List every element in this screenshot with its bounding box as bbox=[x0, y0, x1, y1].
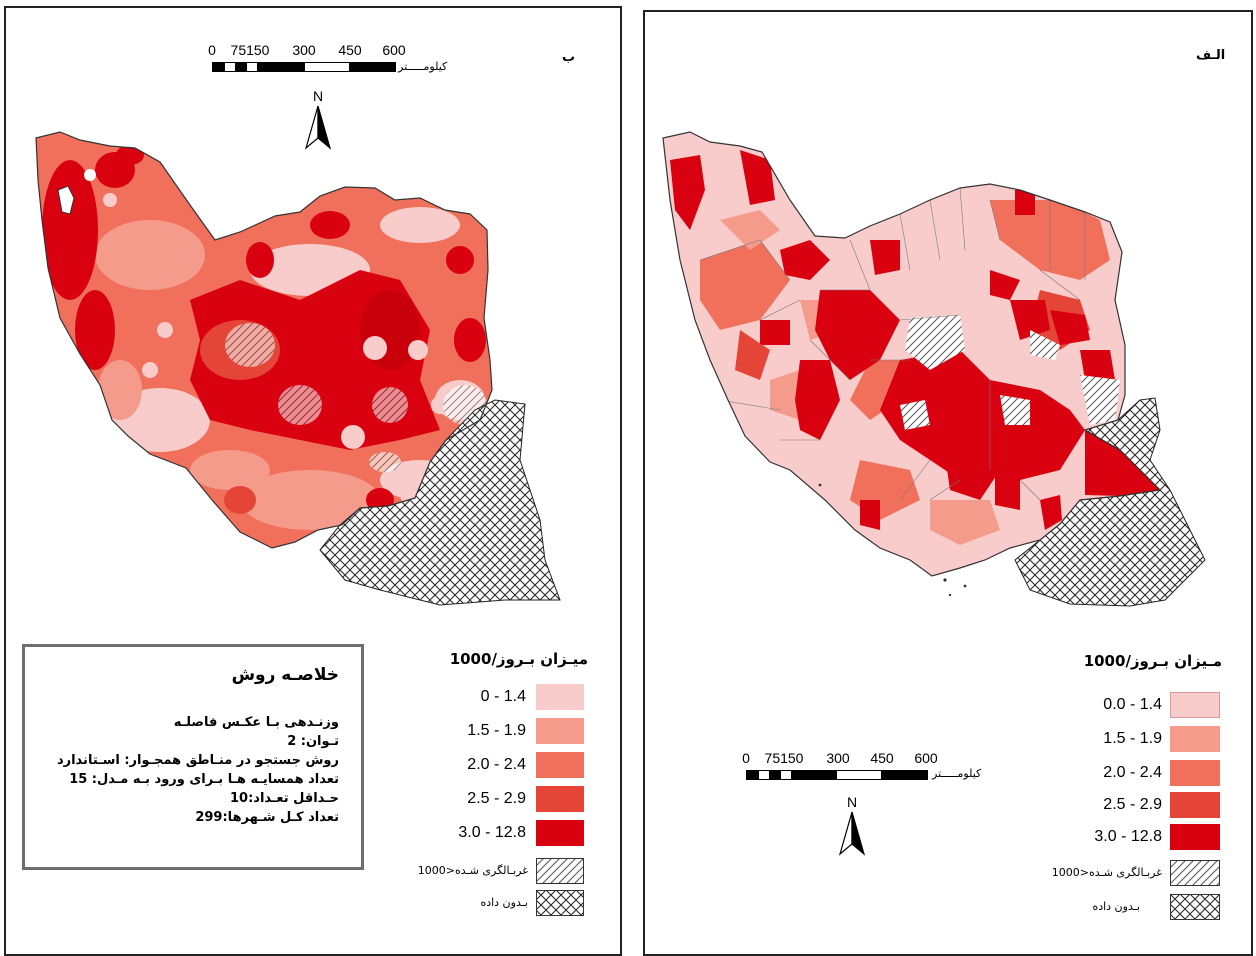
legend-label: 1.5 - 1.9 bbox=[1103, 730, 1162, 747]
legend-swatch bbox=[1170, 692, 1220, 718]
scalebar-tick: 75150 bbox=[764, 750, 804, 766]
scalebar-tick: 600 bbox=[382, 42, 406, 58]
summary-title: خلاصـه روش bbox=[231, 665, 339, 685]
legend-swatch bbox=[1170, 726, 1220, 752]
legend-b-filtered: غربـالگری شـده<1000 bbox=[390, 858, 584, 884]
legend-label: 0 - 1.4 bbox=[480, 688, 526, 705]
scalebar-tick: 600 bbox=[914, 750, 938, 766]
legend-swatch bbox=[1170, 792, 1220, 818]
legend-a-class: 1.5 - 1.9 bbox=[1040, 726, 1220, 752]
legend-label: 3.0 - 12.8 bbox=[1094, 828, 1162, 845]
scalebar-tick: 0 bbox=[742, 750, 750, 766]
legend-a-filtered: غربـالگری شـده<1000 bbox=[1020, 860, 1220, 886]
legend-b-class: 0 - 1.4 bbox=[404, 684, 584, 710]
legend-swatch bbox=[536, 718, 584, 744]
legend-b-class: 3.0 - 12.8 bbox=[404, 820, 584, 846]
legend-label: 0.0 - 1.4 bbox=[1103, 696, 1162, 713]
summary-line: روش جستجو در منـاطق همجـوار: اسـتاندارد bbox=[56, 753, 339, 768]
scalebar-tick: 450 bbox=[338, 42, 362, 58]
legend-swatch bbox=[536, 820, 584, 846]
legend-swatch bbox=[536, 786, 584, 812]
scalebar-a bbox=[746, 770, 928, 780]
method-summary-box: خلاصـه روش وزنـدهی بـا عکـس فاصلـه تـوان… bbox=[22, 644, 364, 870]
legend-swatch bbox=[536, 752, 584, 778]
scalebar-a-unit: کیلومـــــتر bbox=[932, 767, 982, 780]
scalebar-a-ticks: 0 75150 300 450 600 bbox=[742, 750, 938, 766]
summary-line: حـداقل تعـداد:10 bbox=[229, 791, 339, 806]
legend-b-class: 2.5 - 2.9 bbox=[404, 786, 584, 812]
scalebar-tick: 0 bbox=[208, 42, 216, 58]
summary-line: وزنـدهی بـا عکـس فاصلـه bbox=[173, 715, 339, 730]
north-arrow-b: N bbox=[302, 88, 334, 152]
panel-label-a: الـف bbox=[1196, 48, 1226, 63]
legend-label: 1.5 - 1.9 bbox=[467, 722, 526, 739]
north-arrow-a: N bbox=[836, 794, 868, 858]
legend-filtered-label: غربـالگری شـده<1000 bbox=[1051, 866, 1162, 879]
summary-line: تعداد کـل شـهرها:299 bbox=[195, 810, 339, 825]
summary-lines: وزنـدهی بـا عکـس فاصلـه تـوان: 2 روش جست… bbox=[57, 713, 339, 827]
scalebar-tick: 75150 bbox=[230, 42, 270, 58]
legend-swatch bbox=[1170, 824, 1220, 850]
legend-swatch bbox=[1170, 760, 1220, 786]
scalebar-tick: 300 bbox=[826, 750, 850, 766]
legend-swatch bbox=[536, 684, 584, 710]
legend-b-nodata: بـدون داده bbox=[390, 890, 584, 916]
legend-nodata-swatch bbox=[1170, 894, 1220, 920]
legend-a-class: 3.0 - 12.8 bbox=[1040, 824, 1220, 850]
legend-label: 2.5 - 2.9 bbox=[467, 790, 526, 807]
panel-label-b: ب bbox=[562, 50, 576, 65]
legend-a-class: 2.0 - 2.4 bbox=[1040, 760, 1220, 786]
summary-line: تعداد همسایـه هـا بـرای ورود بـه مـدل: 1… bbox=[69, 772, 339, 787]
north-letter: N bbox=[312, 88, 324, 104]
legend-nodata-label: بـدون داده bbox=[480, 896, 528, 909]
scalebar-b-unit: کیلومـــــتر bbox=[398, 60, 448, 73]
legend-a-class: 2.5 - 2.9 bbox=[1040, 792, 1220, 818]
north-arrow-icon bbox=[838, 811, 866, 856]
legend-label: 2.0 - 2.4 bbox=[467, 756, 526, 773]
scalebar-b-ticks: 0 75150 300 450 600 bbox=[208, 42, 406, 58]
interpolated-map-b bbox=[35, 131, 561, 606]
legend-filtered-swatch bbox=[536, 858, 584, 884]
scalebar-b bbox=[212, 62, 396, 72]
legend-filtered-label: غربـالگری شـده<1000 bbox=[417, 864, 528, 877]
legend-label: 2.5 - 2.9 bbox=[1103, 796, 1162, 813]
legend-nodata-swatch bbox=[536, 890, 584, 916]
choropleth-map-a bbox=[662, 131, 1206, 607]
legend-a-nodata: بـدون داده bbox=[1020, 894, 1220, 920]
legend-a-title: مـیزان بـروز/1000 bbox=[1083, 652, 1222, 670]
legend-label: 3.0 - 12.8 bbox=[458, 824, 526, 841]
legend-b-class: 1.5 - 1.9 bbox=[404, 718, 584, 744]
legend-b-class: 2.0 - 2.4 bbox=[404, 752, 584, 778]
summary-line: تـوان: 2 bbox=[287, 734, 339, 749]
legend-filtered-swatch bbox=[1170, 860, 1220, 886]
north-arrow-icon bbox=[304, 105, 332, 150]
scalebar-tick: 450 bbox=[870, 750, 894, 766]
scalebar-tick: 300 bbox=[292, 42, 316, 58]
legend-b-title: میـزان بـروز/1000 bbox=[449, 650, 588, 668]
legend-label: 2.0 - 2.4 bbox=[1103, 764, 1162, 781]
legend-a-class: 0.0 - 1.4 bbox=[1040, 692, 1220, 718]
north-letter: N bbox=[846, 794, 858, 810]
legend-nodata-label: بـدون داده bbox=[1092, 900, 1140, 913]
